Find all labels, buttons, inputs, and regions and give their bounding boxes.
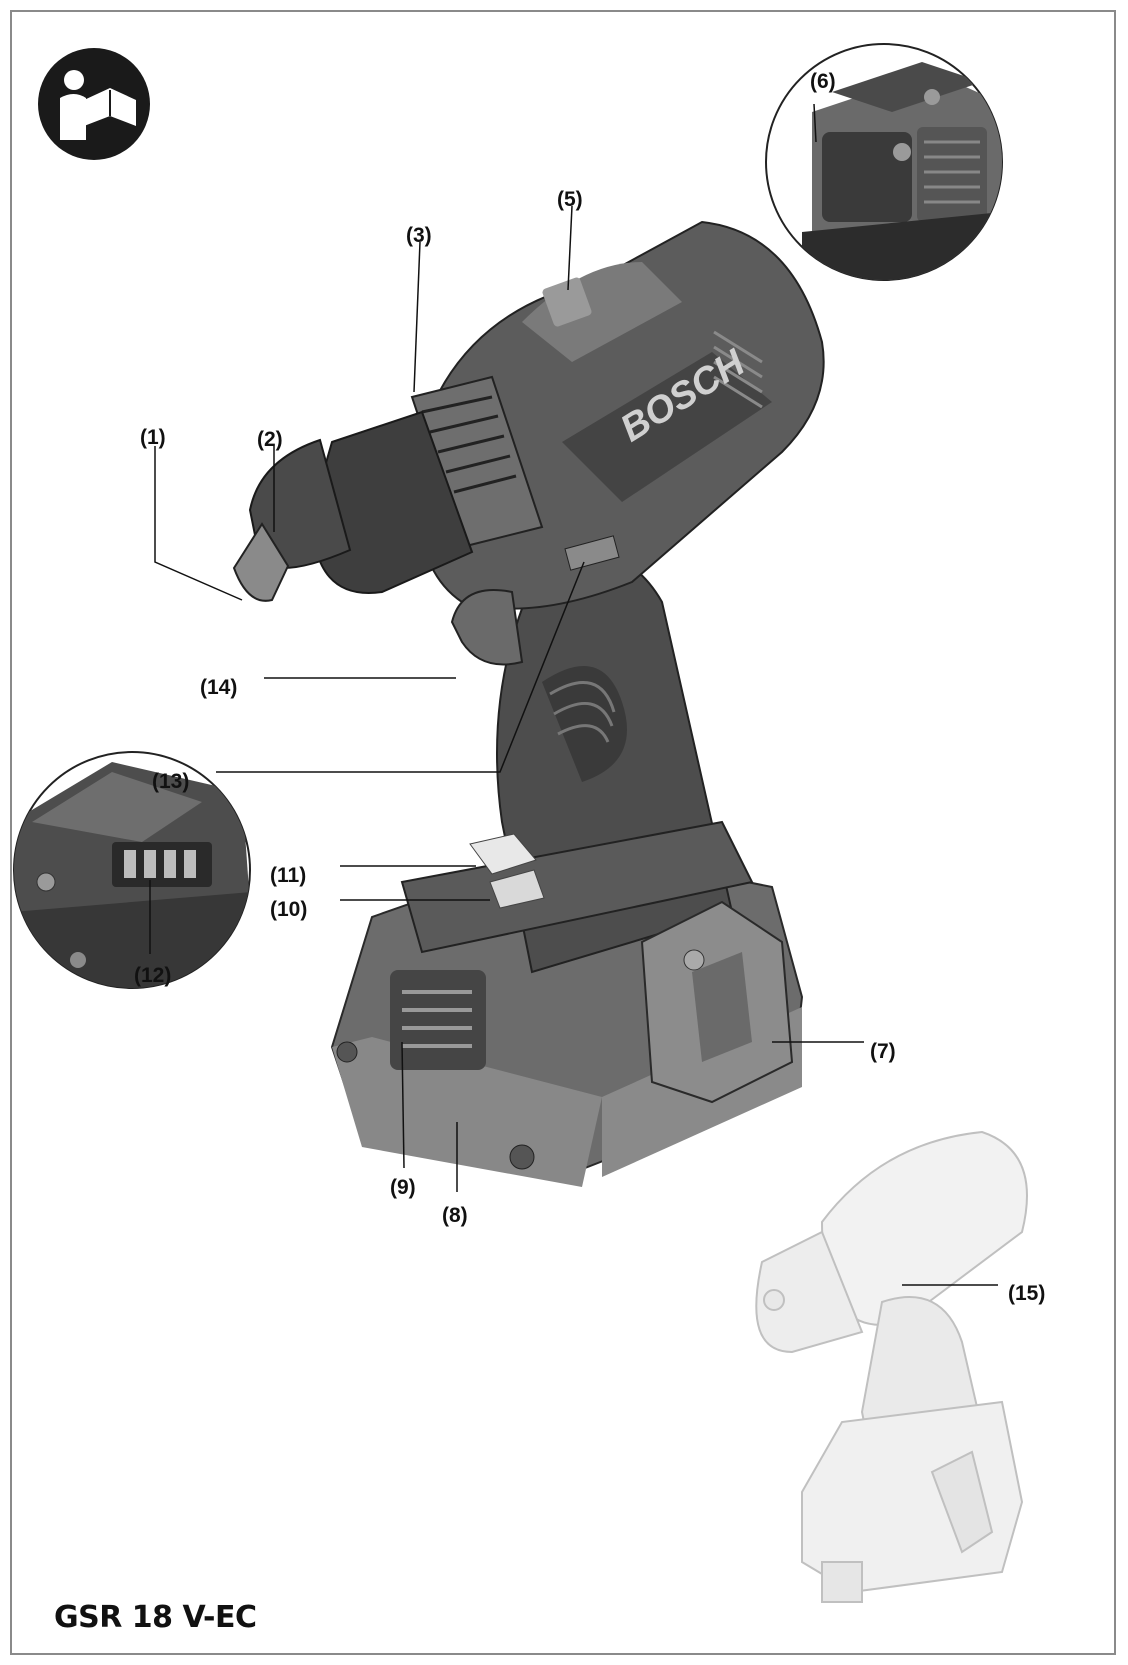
callout-1: (1) bbox=[140, 426, 166, 449]
callout-8: (8) bbox=[442, 1204, 468, 1227]
callout-9: (9) bbox=[390, 1176, 416, 1199]
drill-illustration: BOSCH bbox=[13, 43, 1028, 1603]
callout-7: (7) bbox=[870, 1040, 896, 1063]
callout-5: (5) bbox=[557, 188, 583, 211]
detail-circle-left bbox=[13, 751, 251, 989]
drill-main: BOSCH bbox=[232, 220, 825, 1187]
drill-ghost bbox=[755, 1130, 1028, 1603]
leader-lines bbox=[154, 205, 998, 1286]
figure-page: BOSCH bbox=[10, 10, 1116, 1655]
callout-10: (10) bbox=[270, 898, 308, 921]
callout-3: (3) bbox=[406, 224, 432, 247]
callout-11: (11) bbox=[270, 864, 307, 887]
callout-14: (14) bbox=[200, 676, 238, 699]
callout-6: (6) bbox=[810, 70, 836, 93]
callout-12: (12) bbox=[134, 964, 172, 987]
model-title: GSR 18 V-EC bbox=[54, 1600, 257, 1635]
read-manual-icon bbox=[38, 48, 150, 160]
callout-2: (2) bbox=[257, 428, 283, 451]
detail-circle-top bbox=[765, 43, 1003, 281]
callout-13: (13) bbox=[152, 770, 190, 793]
callout-15: (15) bbox=[1008, 1282, 1046, 1305]
